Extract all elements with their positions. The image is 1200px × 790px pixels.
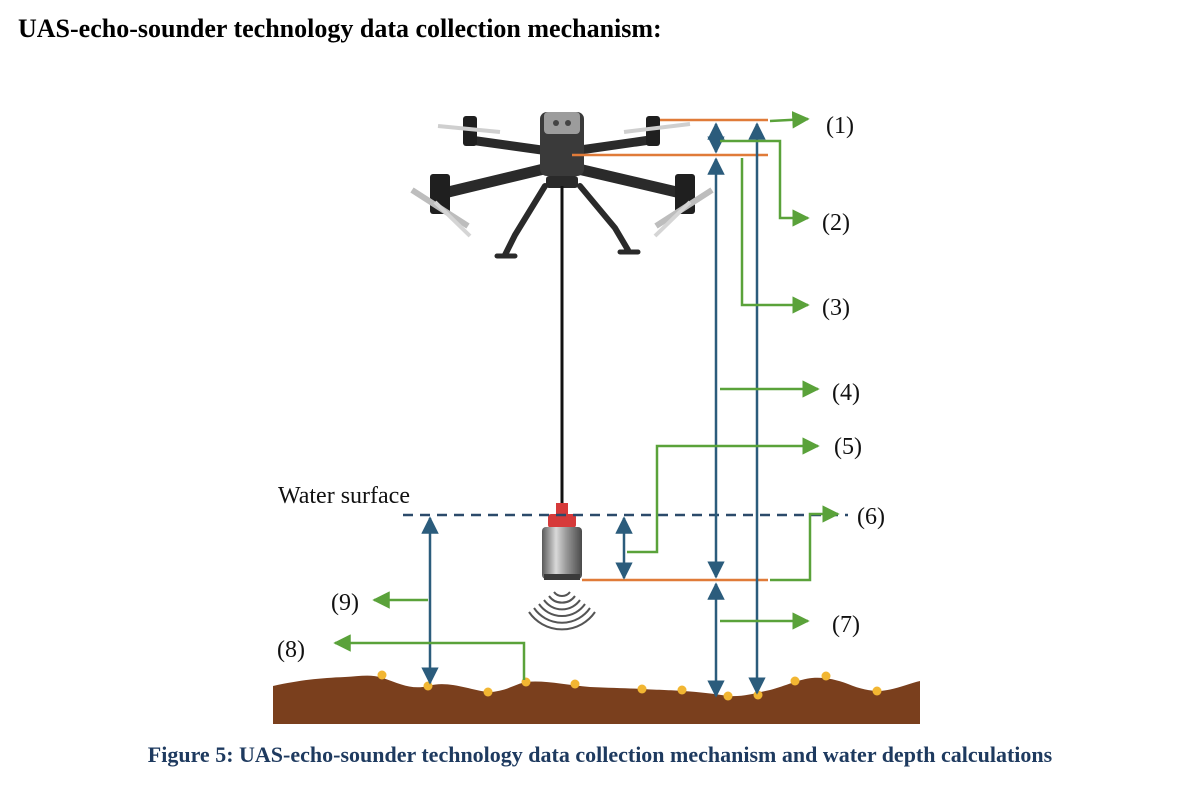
callout-arrows [333,111,840,680]
label-1: (1) [826,113,854,139]
drone-icon [410,112,714,259]
reference-lines [572,118,768,582]
label-5: (5) [834,434,862,460]
label-3: (3) [822,295,850,321]
seabed [273,675,920,724]
page-heading: UAS-echo-sounder technology data collect… [18,14,662,43]
label-4: (4) [832,380,860,406]
label-6: (6) [857,504,885,530]
label-8: (8) [277,637,305,663]
label-7: (7) [832,612,860,638]
echo-sounder-icon [542,503,582,580]
measurement-arrows [421,122,766,698]
label-9: (9) [331,590,359,616]
figure-caption: Figure 5: UAS-echo-sounder technology da… [147,742,1053,767]
label-2: (2) [822,210,850,236]
sonar-waves-icon [528,591,596,631]
water-surface-label: Water surface [278,483,410,509]
